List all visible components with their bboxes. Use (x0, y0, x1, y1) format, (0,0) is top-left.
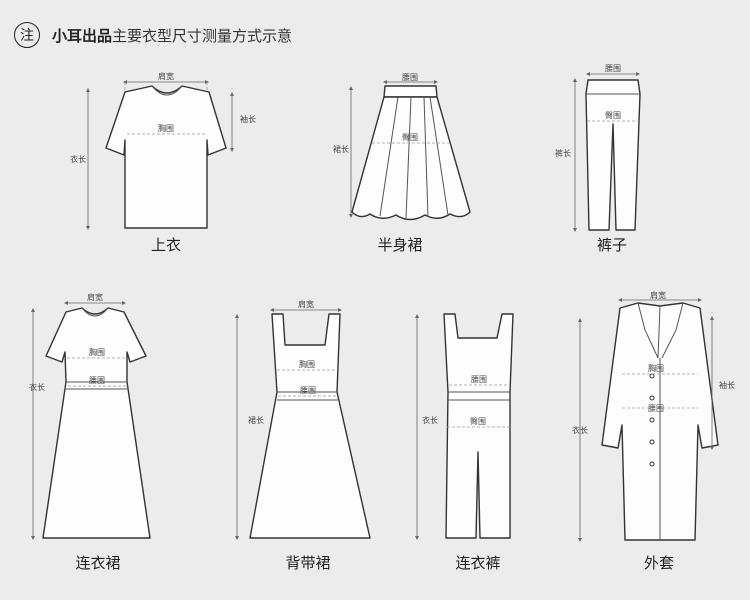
pants-caption: 裤子 (597, 236, 627, 254)
skirt-length-label: 裙长 (333, 144, 349, 154)
skirt-caption: 半身裙 (377, 236, 422, 254)
pants-waist-label: 腰围 (605, 64, 621, 73)
coat-waist-label: 腰围 (648, 404, 664, 413)
header: 注 小耳出品 主要衣型尺寸测量方式示意 (14, 20, 292, 50)
top-shape (105, 85, 227, 229)
page-title: 主要衣型尺寸测量方式示意 (112, 26, 293, 45)
top-diagram: 肩宽 胸围 衣长 袖长 上衣 (70, 71, 256, 254)
strap-dress-diagram: 肩宽 胸围 腰围 裙长 背带裙 (235, 299, 371, 572)
dress-shape (42, 307, 151, 539)
strap-dress-chest-label: 胸围 (299, 359, 315, 369)
top-chest-label: 胸围 (158, 123, 174, 133)
strap-dress-caption: 背带裙 (285, 554, 330, 572)
dress-length-label: 衣长 (29, 382, 45, 392)
dress-diagram: 肩宽 胸围 腰围 衣长 连衣裙 (29, 292, 151, 572)
strap-dress-length-label: 裙长 (248, 415, 264, 425)
pants-length-label: 裤长 (555, 148, 571, 158)
skirt-diagram: 腰围 臀围 裙长 半身裙 (333, 73, 471, 254)
jumpsuit-caption: 连衣裤 (455, 554, 500, 572)
pants-hip-label: 臀围 (605, 111, 621, 120)
coat-diagram: 肩宽 胸围 腰围 衣长 袖长 外套 (572, 290, 735, 572)
coat-length-label: 衣长 (572, 425, 588, 435)
skirt-waistband (383, 85, 438, 98)
coat-shoulder-label: 肩宽 (650, 290, 666, 300)
top-sleeve-label: 袖长 (240, 114, 256, 124)
skirt-hip-label: 臀围 (402, 133, 418, 142)
dress-caption: 连衣裙 (75, 554, 120, 572)
coat-sleeve-label: 袖长 (719, 380, 735, 390)
jumpsuit-hip-label: 臀围 (470, 417, 486, 426)
brand-name: 小耳出品 (52, 26, 113, 45)
dress-chest-label: 胸围 (89, 347, 105, 357)
jumpsuit-length-label: 衣长 (422, 415, 438, 425)
pants-shape (585, 79, 641, 231)
skirt-shape (351, 96, 471, 221)
top-length-label: 衣长 (70, 154, 86, 164)
jumpsuit-shape (443, 313, 514, 539)
note-icon: 注 (14, 22, 40, 48)
jumpsuit-diagram: 腰围 臀围 衣长 连衣裤 (415, 313, 514, 572)
top-shoulder-label: 肩宽 (158, 71, 174, 81)
jumpsuit-waist-label: 腰围 (471, 375, 487, 384)
skirt-waist-label: 腰围 (402, 73, 418, 82)
dress-shoulder-label: 肩宽 (87, 292, 103, 302)
pants-diagram: 腰围 臀围 裤长 裤子 (555, 64, 641, 254)
coat-caption: 外套 (644, 554, 674, 572)
top-caption: 上衣 (151, 236, 181, 254)
strap-dress-waist-label: 腰围 (300, 386, 316, 395)
strap-dress-shape (249, 313, 371, 539)
dress-waist-label: 腰围 (89, 376, 105, 385)
strap-dress-shoulder-label: 肩宽 (298, 299, 314, 309)
coat-chest-label: 胸围 (648, 363, 664, 373)
